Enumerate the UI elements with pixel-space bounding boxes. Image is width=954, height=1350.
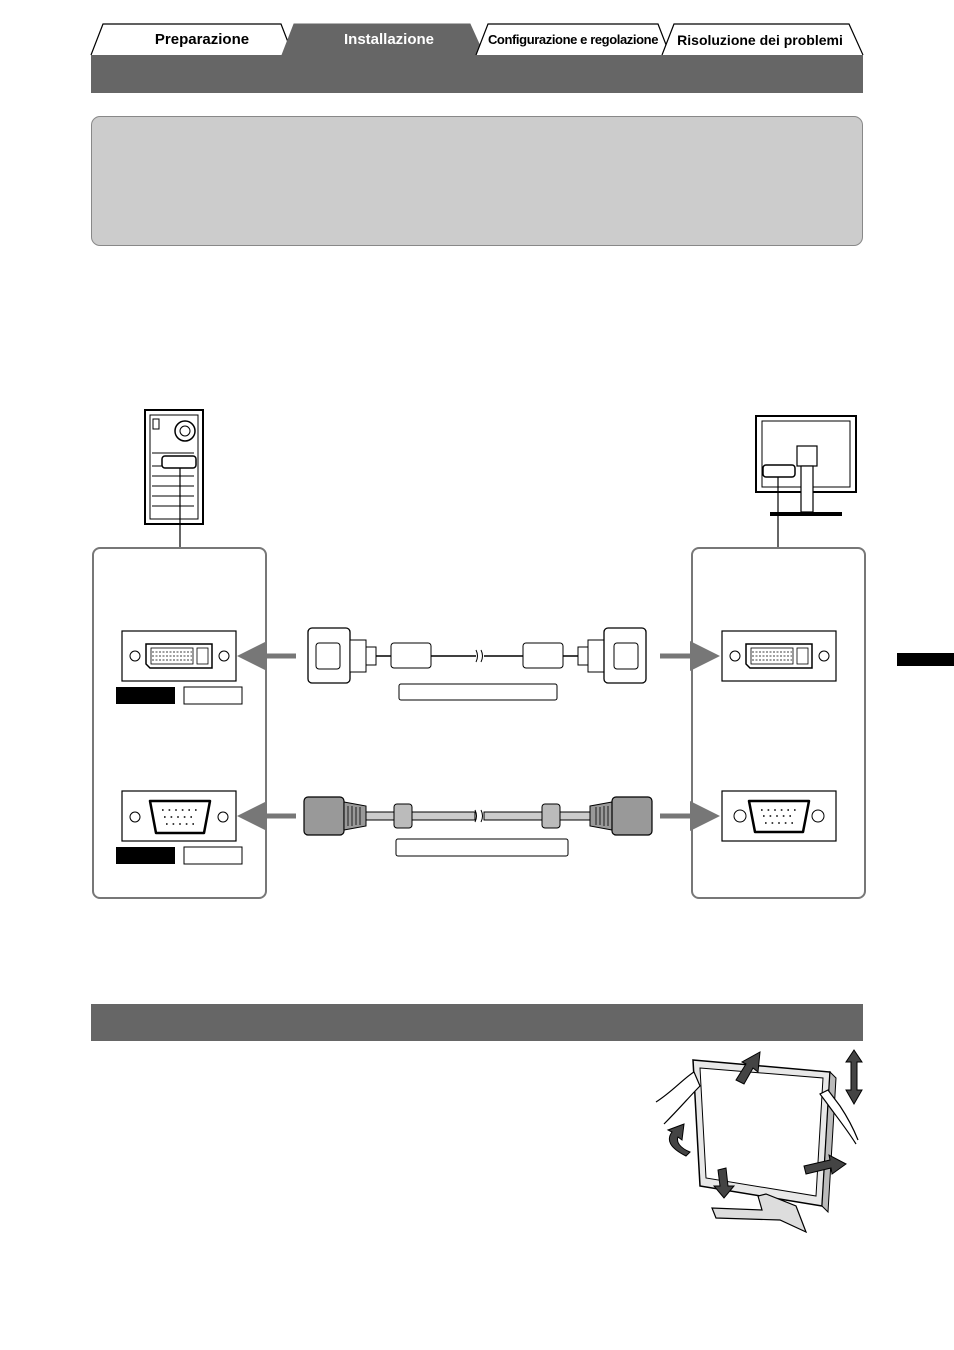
pc-dsub-label-black (116, 847, 175, 864)
section-band-top (91, 55, 863, 93)
tab-risoluzione-shape[interactable] (661, 23, 864, 56)
pc-tower-icon (144, 409, 204, 548)
pc-dvi-port-icon (121, 630, 237, 682)
tab-installazione[interactable]: Installazione (343, 31, 435, 48)
dsub-cable-label (395, 838, 569, 857)
tab-preparazione-shape[interactable] (90, 23, 294, 56)
pc-dsub-label-white (183, 846, 243, 865)
pc-dsub-port-icon (121, 790, 237, 842)
tab-configurazione-shape[interactable] (475, 23, 671, 56)
monitor-dvi-port-icon (721, 630, 837, 682)
pc-ports-panel (92, 547, 267, 899)
pc-dvi-label-white (183, 686, 243, 705)
connection-arrows (237, 641, 720, 831)
tab-configurazione[interactable]: Configurazione e regolazione (487, 32, 659, 47)
adjust-monitor-icon (655, 1049, 863, 1234)
side-tab-marker (897, 653, 954, 666)
tab-preparazione[interactable]: Preparazione (154, 31, 250, 48)
section-band-bottom (91, 1004, 863, 1041)
monitor-icon (755, 415, 857, 548)
pc-dvi-label-black (116, 687, 175, 704)
note-box (91, 116, 863, 246)
monitor-ports-panel (691, 547, 866, 899)
dvi-cable-icon (307, 627, 647, 684)
tab-risoluzione[interactable]: Risoluzione dei problemi (677, 32, 843, 48)
monitor-dsub-port-icon (721, 790, 837, 842)
dvi-cable-label (398, 683, 558, 701)
dsub-cable-icon (303, 796, 653, 836)
